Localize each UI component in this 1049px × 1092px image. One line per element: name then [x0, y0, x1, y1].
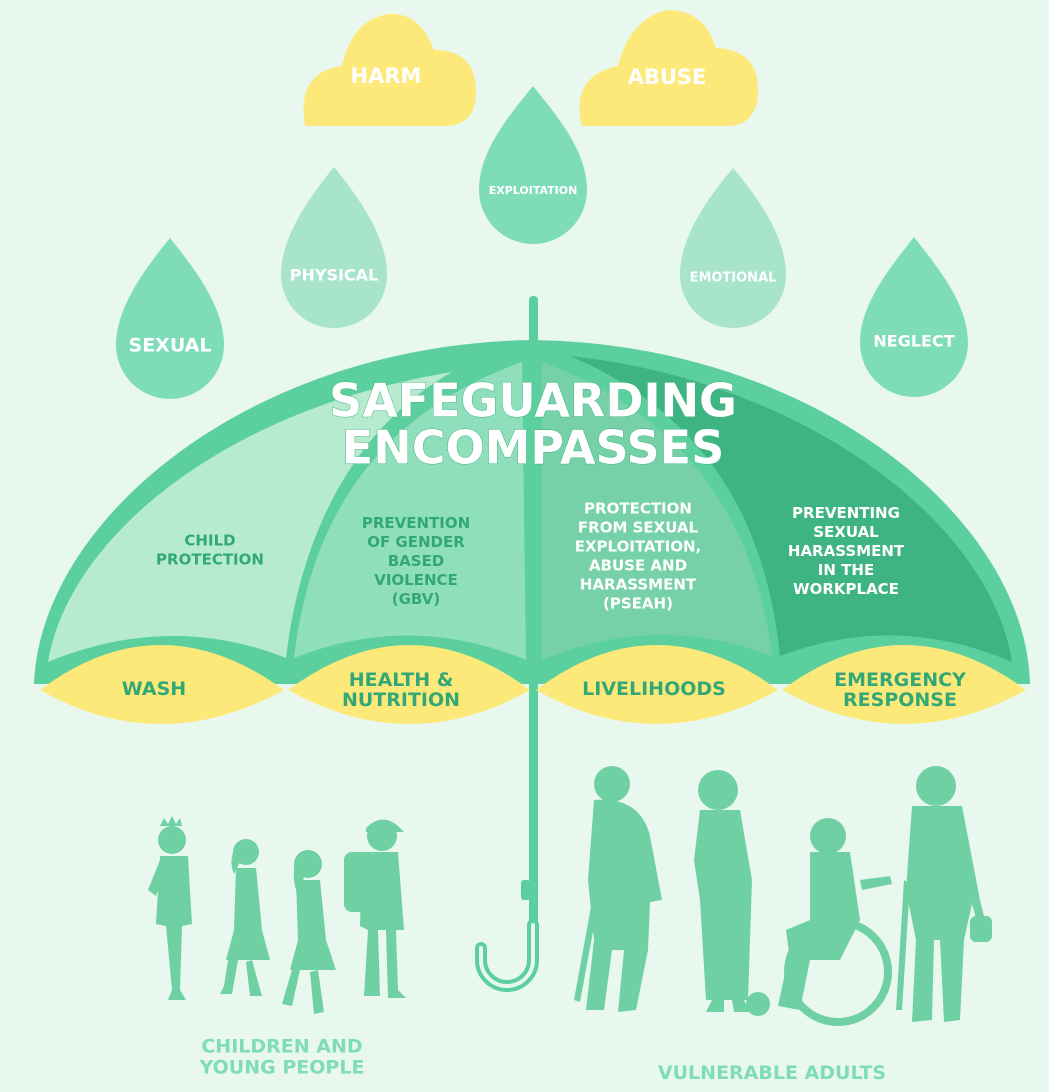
- text-line: (GBV): [392, 590, 440, 608]
- drop-exploitation: EXPLOITATION: [479, 86, 587, 244]
- group-label-adults: VULNERABLE ADULTS: [658, 1062, 886, 1084]
- text-line: CHILD: [184, 531, 235, 549]
- text-line: RESPONSE: [843, 689, 957, 711]
- text-line: FROM SEXUAL: [578, 518, 699, 536]
- cloud-harm: HARM: [303, 13, 476, 126]
- text-line: HARASSMENT: [788, 542, 905, 560]
- canopy-section-1: [48, 372, 452, 662]
- text-line: WASH: [122, 678, 186, 700]
- text-line: EMERGENCY: [834, 669, 966, 691]
- children-silhouettes: [148, 816, 406, 1014]
- sector-label-livelihoods: LIVELIHOODS: [582, 678, 726, 700]
- umbrella-shaft: [529, 296, 538, 938]
- sector-health-shape: [288, 645, 530, 724]
- sector-emergency-shape: [782, 645, 1026, 724]
- cloud-harm-label: HARM: [351, 64, 422, 88]
- text-line: BASED: [388, 552, 445, 570]
- canopy-section-2: [294, 362, 526, 660]
- sector-wash-shape: [40, 645, 284, 724]
- cloud-abuse: ABUSE: [579, 10, 758, 126]
- page-title: SAFEGUARDING ENCOMPASSES: [329, 373, 738, 475]
- text-line: OF GENDER: [367, 533, 465, 551]
- cloud-abuse-label: ABUSE: [628, 65, 707, 89]
- title-line-2: ENCOMPASSES: [342, 421, 724, 475]
- drop-exploitation-label: EXPLOITATION: [489, 184, 578, 197]
- drop-physical: PHYSICAL: [281, 167, 387, 328]
- child-figure-3: [282, 850, 336, 1014]
- text-line: PROTECTION: [156, 550, 264, 568]
- drop-sexual-label: SEXUAL: [129, 335, 212, 357]
- drop-neglect-label: NEGLECT: [873, 332, 954, 351]
- sector-livelihoods-shape: [536, 645, 778, 724]
- canopy-section-3: [542, 362, 772, 660]
- child-figure-1: [148, 816, 192, 1000]
- sector-label-wash: WASH: [122, 678, 186, 700]
- text-line: CHILDREN AND: [201, 1035, 362, 1057]
- adult-figure-wheelchair-user: [746, 818, 892, 1026]
- adult-figure-woman: [694, 770, 752, 1012]
- text-line: PROTECTION: [584, 499, 692, 517]
- drop-neglect: NEGLECT: [860, 237, 968, 397]
- adult-figure-tall-man: [896, 766, 992, 1022]
- text-line: (PSEAH): [603, 594, 673, 612]
- text-line: IN THE: [818, 561, 874, 579]
- drop-sexual: SEXUAL: [116, 238, 224, 399]
- child-figure-2: [220, 839, 270, 996]
- title-line-1: SAFEGUARDING: [329, 374, 737, 428]
- umbrella: [34, 296, 1030, 992]
- adult-figure-elderly-man: [574, 766, 662, 1012]
- sector-label-health-nutrition: HEALTH &NUTRITION: [342, 669, 460, 711]
- child-figure-4: [344, 819, 406, 998]
- text-line: EXPLOITATION,: [575, 537, 702, 555]
- text-line: SEXUAL: [813, 523, 879, 541]
- canopy-section-4: [570, 356, 1012, 662]
- text-line: VULNERABLE ADULTS: [658, 1062, 886, 1084]
- text-line: PREVENTING: [792, 504, 900, 522]
- drop-emotional-label: EMOTIONAL: [690, 271, 777, 286]
- text-line: HARASSMENT: [580, 575, 697, 593]
- adults-silhouettes: [574, 766, 992, 1026]
- text-line: ABUSE AND: [589, 556, 687, 574]
- drop-emotional: EMOTIONAL: [680, 168, 786, 328]
- text-line: NUTRITION: [342, 689, 460, 711]
- drop-physical-label: PHYSICAL: [290, 266, 379, 285]
- text-line: PREVENTION: [362, 514, 470, 532]
- text-line: HEALTH &: [349, 669, 454, 691]
- text-line: LIVELIHOODS: [582, 678, 726, 700]
- text-line: WORKPLACE: [793, 580, 899, 598]
- text-line: YOUNG PEOPLE: [199, 1056, 365, 1078]
- text-line: VIOLENCE: [374, 571, 458, 589]
